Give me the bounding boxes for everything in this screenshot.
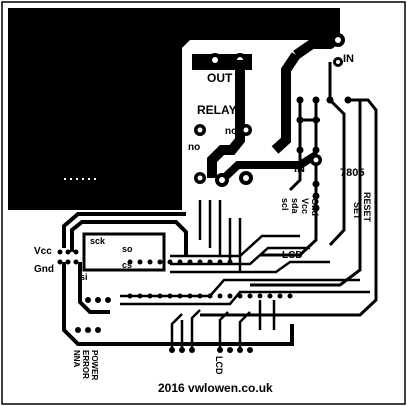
pour-vias [64,178,96,180]
label-error-vertical: ERROR [81,350,90,379]
label-vcc-vertical: Vcc [300,198,310,214]
label-nc: nc [225,126,237,137]
label-in-top: IN [343,53,354,65]
relay-c-trace [271,52,301,154]
header-row-top [57,249,79,265]
label-relay: RELAY [197,103,237,117]
left-module-traces [62,212,294,346]
right-traces [200,62,378,317]
label-in-mid: IN [294,163,305,175]
header-row-low [127,293,293,299]
label-si: si [80,272,88,282]
label-nna-vertical: NNA [72,350,81,368]
label-c: c [218,146,224,157]
label-gnd-left: Gnd [34,264,54,275]
label-lcd-bottom-vertical: LCD [214,356,224,375]
ground-pour [8,8,340,210]
label-sck: sck [90,236,106,246]
label-set-vertical: SET [352,202,362,220]
label-out: OUT [207,71,233,85]
relay-pins [194,124,253,187]
label-gnd-vertical: Gnd [310,198,320,216]
led-pads [75,297,111,333]
module-inner [82,232,166,272]
label-so: so [122,244,133,254]
label-cs: cs [122,260,132,270]
in-trace [293,35,339,60]
label-vcc-left: Vcc [34,246,52,257]
header-row-mid [127,259,233,265]
label-7805: 7805 [340,167,364,179]
regulator-pads [312,180,320,212]
label-no: no [188,142,200,153]
relay-com-trace [219,151,319,183]
label-power-vertical: POWER [90,350,99,380]
label-lcd: LCD [282,250,303,261]
label-scl-vertical: scl [280,198,290,211]
label-reset-vertical: RESET [362,192,372,223]
label-sda-vertical: sda [290,198,300,215]
footer-credit: 2016 vwlowen.co.uk [158,381,273,395]
bottom-traces [170,300,276,350]
right-pads [296,96,352,154]
relay-trace [207,60,245,178]
